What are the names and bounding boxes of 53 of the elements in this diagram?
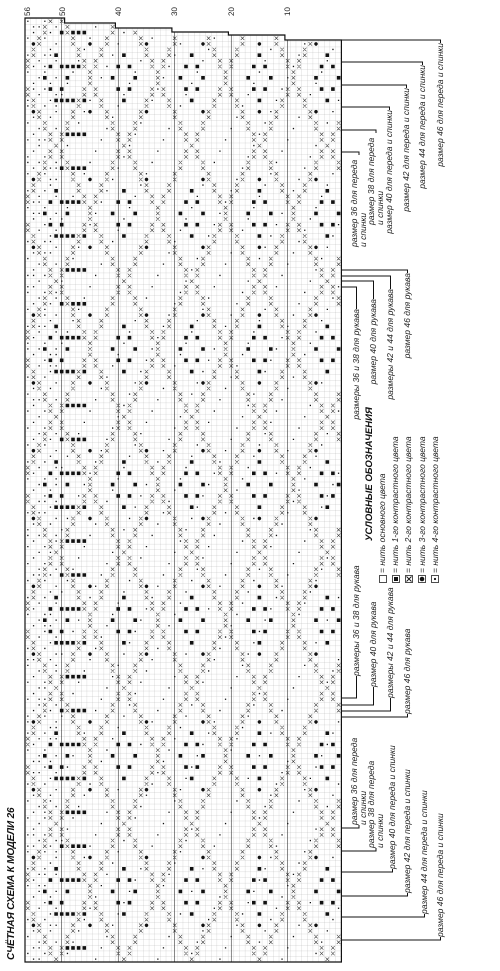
leader-line (340, 824, 360, 828)
leader-line (340, 62, 423, 66)
size-label: размер 40 для переда и спинки (388, 745, 397, 869)
size-label: размеры 42 и 44 для рукава (386, 289, 395, 400)
leader-line (340, 40, 441, 44)
size-label: размер 42 для переда и спинки (402, 88, 411, 212)
size-label: размер 38 для переда и спинки (367, 133, 385, 225)
column-number: 50 (59, 7, 67, 16)
chart-title: СЧЁТНАЯ СХЕМА К МОДЕЛИ 26 (6, 808, 17, 960)
legend-text: = нить 2-го контрастного цвета (404, 436, 414, 573)
size-label: размер 44 для переда и спинки (418, 65, 427, 189)
leader-line (340, 286, 357, 310)
column-number: 30 (171, 7, 179, 16)
leader-line (340, 714, 408, 718)
size-label: размер 38 для переда и спинки (367, 756, 385, 848)
leader-line (340, 270, 408, 274)
size-label: размер 46 для рукава (403, 628, 412, 714)
size-label: размер 40 для рукава (369, 602, 378, 687)
leader-line (340, 106, 390, 110)
size-label: размер 46 для переда и спинки (436, 813, 445, 937)
leader-line (340, 686, 374, 706)
column-number: 20 (228, 7, 236, 16)
legend-title: УСЛОВНЫЕ ОБОЗНАЧЕНИЯ (364, 407, 375, 541)
size-label: размер 36 для переда и спинки (350, 733, 368, 825)
column-number: 10 (284, 7, 292, 16)
leader-line (340, 84, 407, 88)
column-number: 40 (115, 7, 123, 16)
leader-line (340, 130, 376, 134)
leader-line (340, 280, 374, 300)
size-label: размер 40 для переда и спинки (385, 110, 394, 234)
size-label: размер 44 для переда и спинки (420, 790, 429, 914)
leader-line (340, 914, 425, 918)
legend-text: = нить основного цвета (378, 473, 387, 573)
size-label: размер 36 для переда и спинки (350, 155, 368, 247)
legend-text: = нить 3-го контрастного цвета (418, 436, 427, 573)
leader-line (340, 848, 376, 852)
leader-line (340, 868, 393, 872)
leader-line (340, 276, 391, 290)
size-label: размеры 36 и 38 для рукава (352, 565, 361, 676)
leader-line (340, 892, 408, 896)
size-label: размер 42 для переда и спинки (403, 769, 412, 893)
column-number: 56 (24, 7, 32, 16)
size-label: размер 46 для переда и спинки (436, 43, 445, 167)
leader-line (340, 698, 391, 712)
size-label: размер 46 для рукава (403, 273, 412, 358)
leader-line (340, 152, 360, 156)
leader-line (340, 676, 357, 698)
size-label: размеры 42 и 44 для рукава (386, 587, 395, 698)
leader-line (340, 936, 441, 940)
legend-text: = нить 4-го контрастного цвета (430, 436, 440, 573)
legend-text: = нить 1-го контрастного цвета (391, 436, 400, 573)
size-label: размеры 36 и 38 для рукава (352, 309, 361, 420)
size-label: размер 40 для рукава (369, 299, 378, 384)
